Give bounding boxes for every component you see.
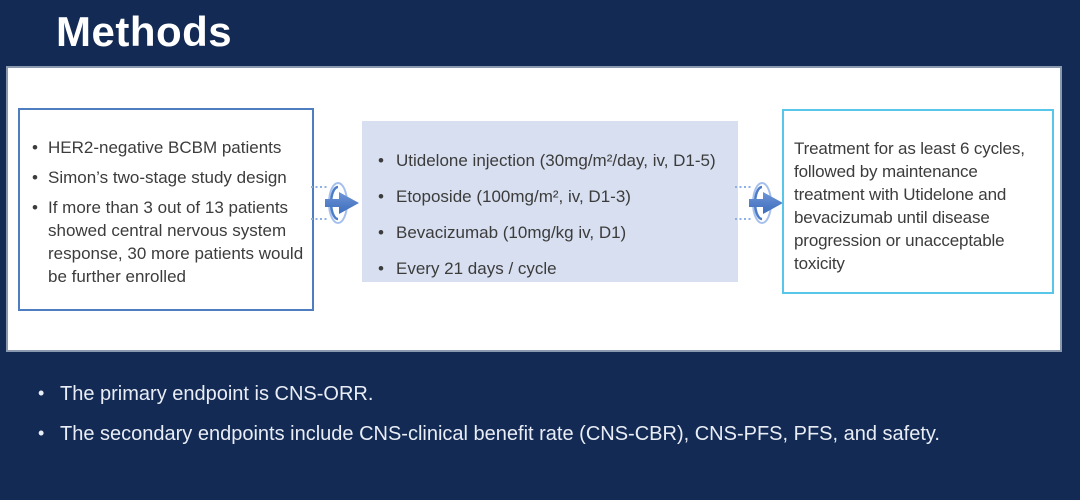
eligibility-bullet: If more than 3 out of 13 patients showed… [28,196,304,288]
regimen-bullet: Etoposide (100mg/m², iv, D1-3) [372,185,732,208]
maintenance-box: Treatment for as least 6 cycles, followe… [782,109,1054,294]
endpoints-list: The primary endpoint is CNS-ORR. The sec… [38,381,1048,462]
eligibility-bullet: HER2-negative BCBM patients [28,136,304,159]
slide-title: Methods [56,8,233,55]
regimen-bullet: Every 21 days / cycle [372,257,732,280]
eligibility-bullet: Simon’s two-stage study design [28,166,304,189]
endpoint-primary: The primary endpoint is CNS-ORR. [38,381,1048,406]
endpoint-secondary: The secondary endpoints include CNS-clin… [38,421,1048,446]
eligibility-bullet-list: HER2-negative BCBM patients Simon’s two-… [28,136,304,288]
flow-arrow-icon [311,182,359,224]
regimen-bullet: Bevacizumab (10mg/kg iv, D1) [372,221,732,244]
flow-arrow-icon [735,182,783,224]
maintenance-text: Treatment for as least 6 cycles, followe… [794,139,1025,273]
regimen-bullet: Utidelone injection (30mg/m²/day, iv, D1… [372,149,732,172]
regimen-box: Utidelone injection (30mg/m²/day, iv, D1… [362,121,738,282]
eligibility-box: HER2-negative BCBM patients Simon’s two-… [18,108,314,311]
regimen-bullet-list: Utidelone injection (30mg/m²/day, iv, D1… [372,149,732,280]
